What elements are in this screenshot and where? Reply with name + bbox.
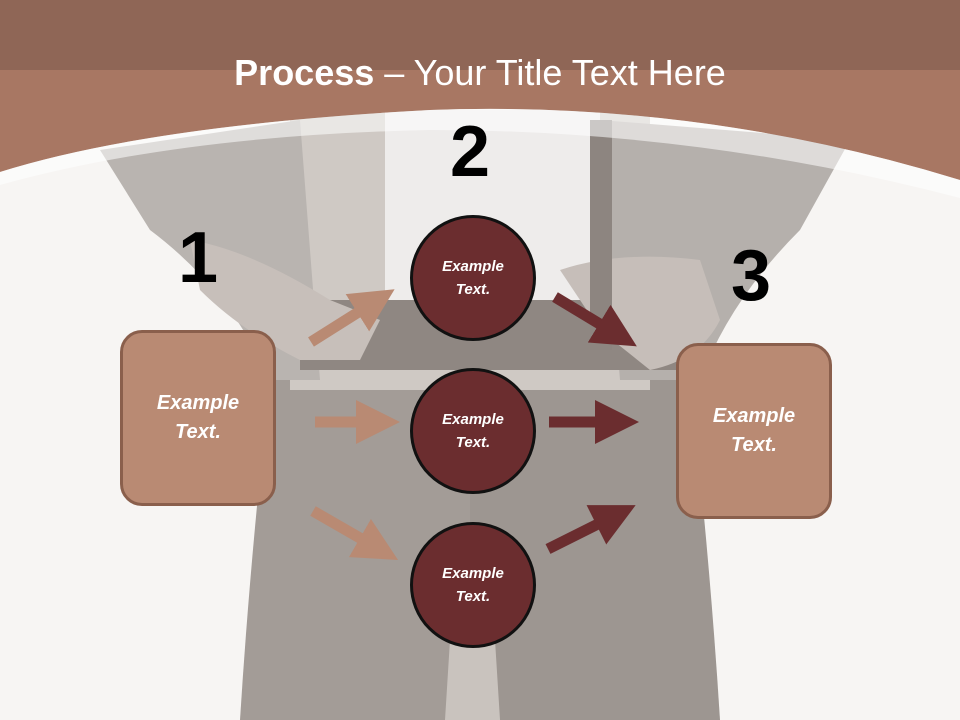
step-3-number: 3	[731, 236, 772, 316]
step-2-circle-3: Example Text.	[410, 522, 536, 648]
step-2-circle-1: Example Text.	[410, 215, 536, 341]
arrow-2a-to-3	[552, 292, 637, 347]
step-1-number: 1	[178, 218, 219, 298]
step-2-number: 2	[450, 112, 491, 192]
step-2-circle-2: Example Text.	[410, 368, 536, 494]
arrow-1-to-2a	[308, 289, 395, 347]
step-3-box: Example Text.	[676, 343, 832, 519]
step-2-circle-1-label: Example Text.	[442, 258, 504, 298]
arrow-1-to-2c	[310, 506, 399, 560]
step-1-label: Example Text.	[156, 392, 240, 443]
step-1-box: Example Text.	[120, 330, 276, 506]
title-rest: – Your Title Text Here	[374, 52, 726, 93]
step-2-circle-3-label: Example Text.	[442, 565, 504, 605]
arrow-2c-to-3	[545, 505, 636, 554]
slide-title: Process – Your Title Text Here	[0, 52, 960, 94]
step-3-label: Example Text.	[712, 405, 796, 456]
title-bold: Process	[234, 52, 375, 93]
step-2-circle-2-label: Example Text.	[442, 411, 504, 451]
